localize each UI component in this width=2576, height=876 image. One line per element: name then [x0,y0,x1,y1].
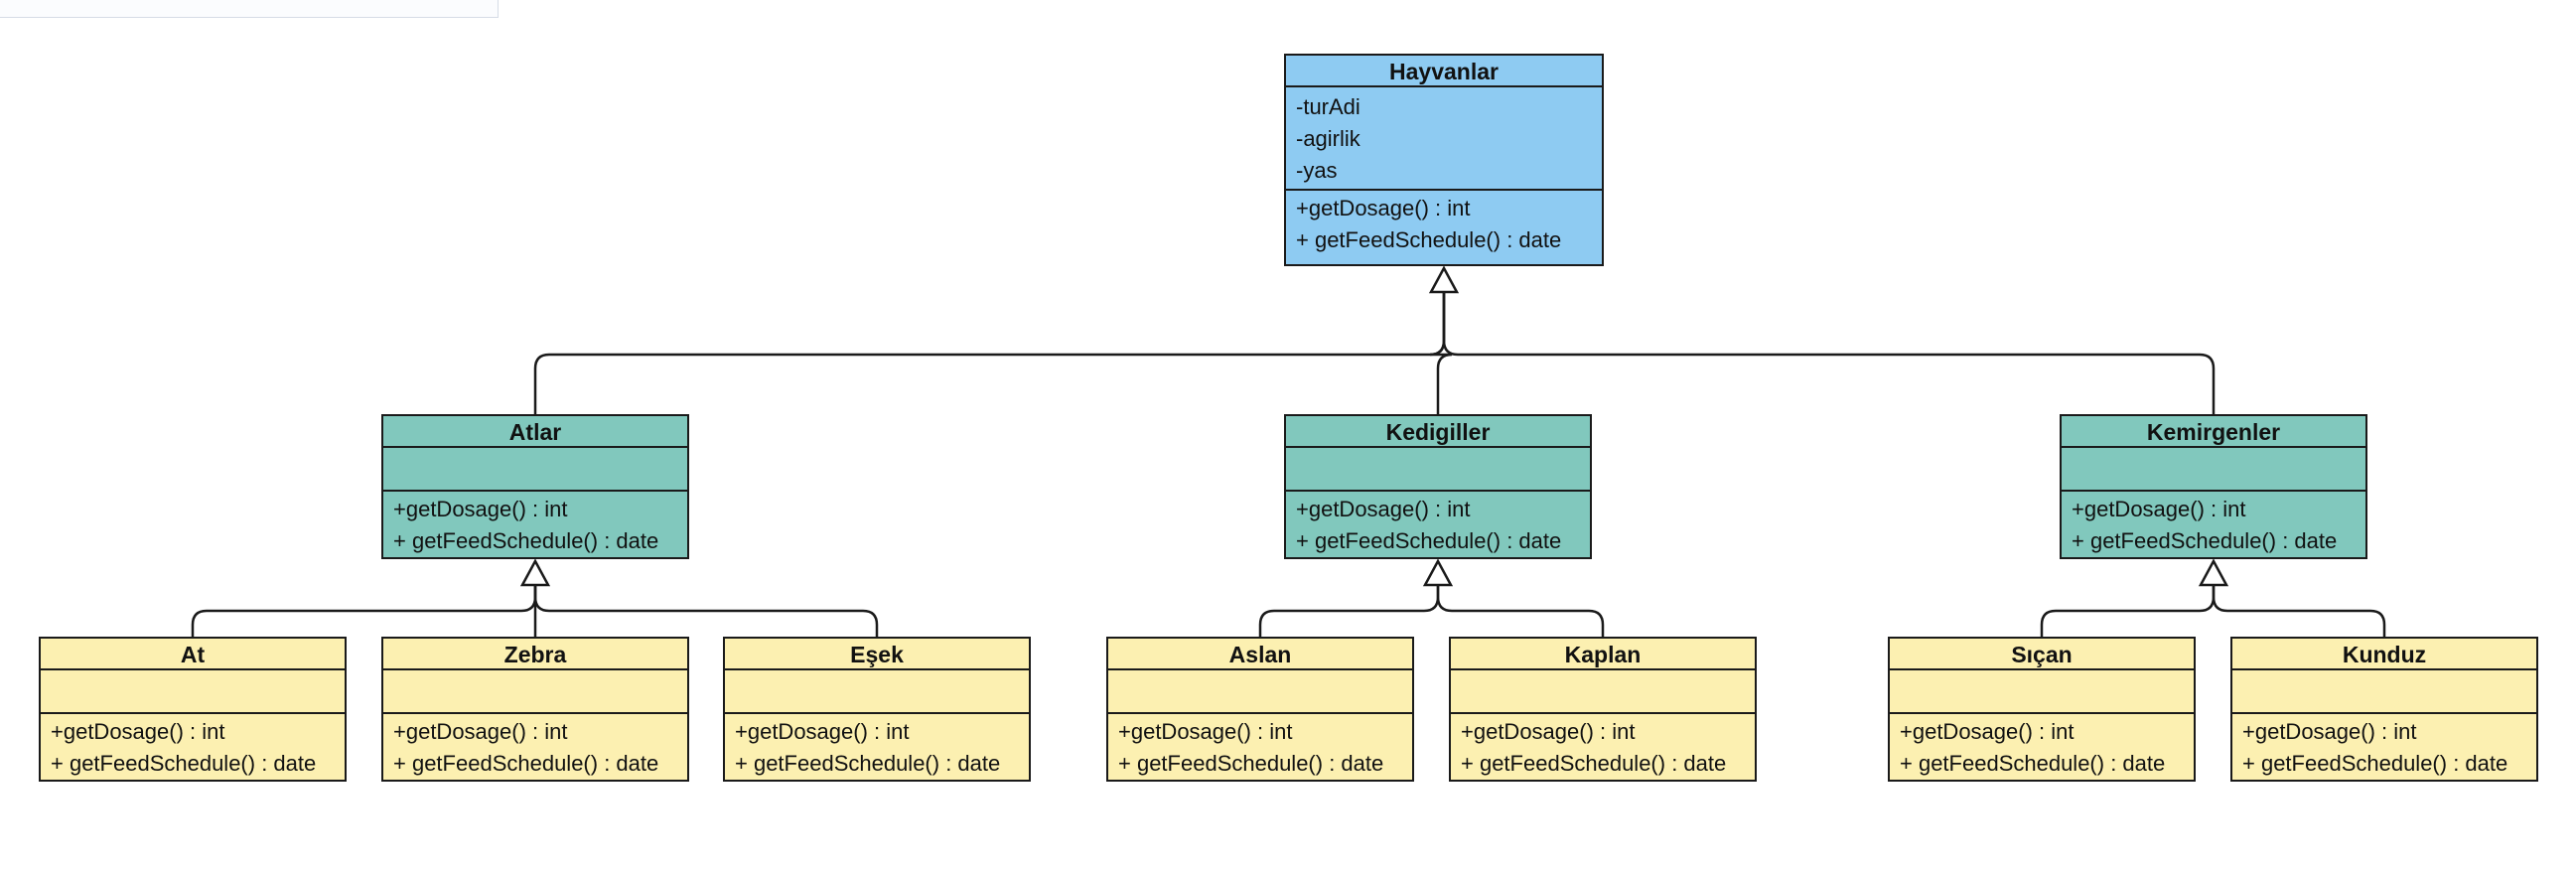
operation-item: + getFeedSchedule() : date [1296,227,1562,252]
class-name: Atlar [383,416,687,448]
class-aslan[interactable]: Aslan +getDosage() : int + getFeedSchedule… [1106,637,1414,782]
class-operations: +getDosage() : int + getFeedSchedule() : … [1286,191,1602,256]
class-attributes: -turAdi -agirlik -yas [1286,87,1602,191]
operation-item: +getDosage() : int [1296,196,1471,220]
class-name: Kedigiller [1286,416,1590,448]
operation-item: + getFeedSchedule() : date [1296,528,1562,553]
inheritance-line-kunduz [2212,585,2386,637]
operation-item: + getFeedSchedule() : date [1461,751,1727,776]
class-kemirgenler[interactable]: Kemirgenler +getDosage() : int + getFeedSc… [2060,414,2367,559]
class-atlar[interactable]: Atlar +getDosage() : int + getFeedSchedule… [381,414,689,559]
class-attributes [725,670,1029,714]
class-kaplan[interactable]: Kaplan +getDosage() : int + getFeedSchedul… [1449,637,1757,782]
generalization-arrowhead-kemirgenler [2198,558,2229,587]
class-attributes [383,670,687,714]
class-attributes [2062,448,2365,492]
inheritance-line-kaplan [1436,585,1605,637]
class-sican[interactable]: Sıçan +getDosage() : int + getFeedSchedule… [1888,637,2196,782]
operation-item: +getDosage() : int [51,719,225,744]
operation-item: + getFeedSchedule() : date [2072,528,2338,553]
class-attributes [1108,670,1412,714]
class-operations: +getDosage() : int + getFeedSchedule() : … [1286,492,1590,557]
operation-item: + getFeedSchedule() : date [2242,751,2508,776]
class-zebra[interactable]: Zebra +getDosage() : int + getFeedSchedule… [381,637,689,782]
class-operations: +getDosage() : int + getFeedSchedule() : … [1890,714,2194,780]
class-attributes [41,670,345,714]
attribute-item: -turAdi [1296,94,1360,119]
inheritance-line-sican [2040,585,2216,637]
class-operations: +getDosage() : int + getFeedSchedule() : … [725,714,1029,780]
operation-item: +getDosage() : int [2242,719,2417,744]
operation-item: +getDosage() : int [1118,719,1293,744]
class-attributes [1890,670,2194,714]
inheritance-line-atlar [533,292,1446,414]
operation-item: +getDosage() : int [2072,497,2246,521]
inheritance-line-kedigiller [1429,292,1453,414]
class-name: Aslan [1108,639,1412,670]
operation-item: + getFeedSchedule() : date [393,528,659,553]
class-operations: +getDosage() : int + getFeedSchedule() : … [41,714,345,780]
class-kedigiller[interactable]: Kedigiller +getDosage() : int + getFeedSch… [1284,414,1592,559]
operation-item: + getFeedSchedule() : date [51,751,317,776]
operation-item: +getDosage() : int [393,719,568,744]
class-at[interactable]: At +getDosage() : int + getFeedSchedule() … [39,637,347,782]
inheritance-line-at [191,585,537,637]
inheritance-line-kemirgenler [1442,292,2216,414]
class-hayvanlar[interactable]: Hayvanlar -turAdi -agirlik -yas +getDosage()… [1284,54,1604,266]
class-name: Kunduz [2232,639,2536,670]
operation-item: + getFeedSchedule() : date [735,751,1001,776]
class-name: Zebra [383,639,687,670]
attribute-item: -agirlik [1296,126,1360,151]
class-attributes [383,448,687,492]
inheritance-line-esek [533,585,879,637]
operation-item: + getFeedSchedule() : date [1118,751,1384,776]
class-operations: +getDosage() : int + getFeedSchedule() : … [1108,714,1412,780]
class-operations: +getDosage() : int + getFeedSchedule() : … [2232,714,2536,780]
class-attributes [1451,670,1755,714]
operation-item: +getDosage() : int [1900,719,2075,744]
class-attributes [1286,448,1590,492]
page-tab-strip [0,0,499,18]
class-operations: +getDosage() : int + getFeedSchedule() : … [383,492,687,557]
operation-item: +getDosage() : int [735,719,910,744]
generalization-arrowhead-atlar [519,558,551,587]
generalization-arrowhead-hayvanlar [1428,265,1460,294]
generalization-arrowhead-kedigiller [1422,558,1454,587]
class-name: At [41,639,345,670]
operation-item: +getDosage() : int [1461,719,1636,744]
operation-item: + getFeedSchedule() : date [393,751,659,776]
class-name: Kemirgenler [2062,416,2365,448]
class-attributes [2232,670,2536,714]
class-esek[interactable]: Eşek +getDosage() : int + getFeedSchedule(… [723,637,1031,782]
class-operations: +getDosage() : int + getFeedSchedule() : … [383,714,687,780]
class-name: Eşek [725,639,1029,670]
inheritance-line-aslan [1258,585,1440,637]
operation-item: + getFeedSchedule() : date [1900,751,2166,776]
operation-item: +getDosage() : int [1296,497,1471,521]
class-name: Sıçan [1890,639,2194,670]
class-name: Kaplan [1451,639,1755,670]
class-operations: +getDosage() : int + getFeedSchedule() : … [2062,492,2365,557]
operation-item: +getDosage() : int [393,497,568,521]
attribute-item: -yas [1296,158,1338,183]
class-kunduz[interactable]: Kunduz +getDosage() : int + getFeedSchedul… [2230,637,2538,782]
class-name: Hayvanlar [1286,56,1602,87]
class-operations: +getDosage() : int + getFeedSchedule() : … [1451,714,1755,780]
